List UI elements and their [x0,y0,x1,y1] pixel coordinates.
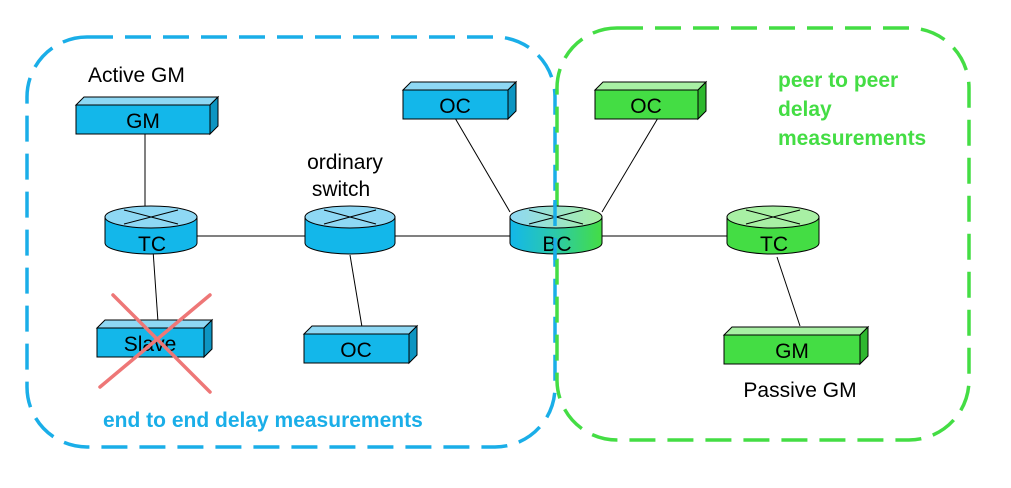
passive-gm-label: Passive GM [743,379,856,402]
bc-label: BC [542,233,571,256]
oc-bottom-node: OC [302,324,419,365]
oc-top-blue-node: OC [401,80,518,121]
link-switch-oc [349,254,363,328]
gm-passive-node: GM [722,325,870,366]
link-tc-gm [776,256,801,327]
gm-passive-label: GM [775,340,809,363]
connections [144,117,801,328]
tc-right-label: TC [760,233,788,256]
link-oc-green-bc [601,117,659,213]
ordinary-switch-caption-line2: switch [312,178,370,201]
peer-to-peer-label-line2: delay [778,98,832,121]
oc-top-blue-label: OC [439,95,471,118]
oc-bottom-label: OC [340,339,372,362]
tc-right-node: TC [726,205,820,256]
tc-left-label: TC [138,233,166,256]
gm-active-node: GM [74,95,220,136]
ordinary-switch-node [304,205,396,255]
peer-to-peer-label-line3: measurements [778,127,926,150]
ordinary-switch-caption-line1: ordinary [307,151,383,174]
link-tc-slave [152,249,159,323]
peer-to-peer-label-line1: peer to peer [778,69,898,92]
oc-top-green-label: OC [630,95,662,118]
oc-top-green-node: OC [593,80,708,121]
gm-active-label: GM [126,110,160,133]
tc-left-node: TC [104,205,198,256]
active-gm-label: Active GM [88,64,185,87]
link-oc-bc [454,117,511,213]
slave-cross-icon [98,293,212,394]
end-to-end-region-label: end to end delay measurements [103,409,423,432]
